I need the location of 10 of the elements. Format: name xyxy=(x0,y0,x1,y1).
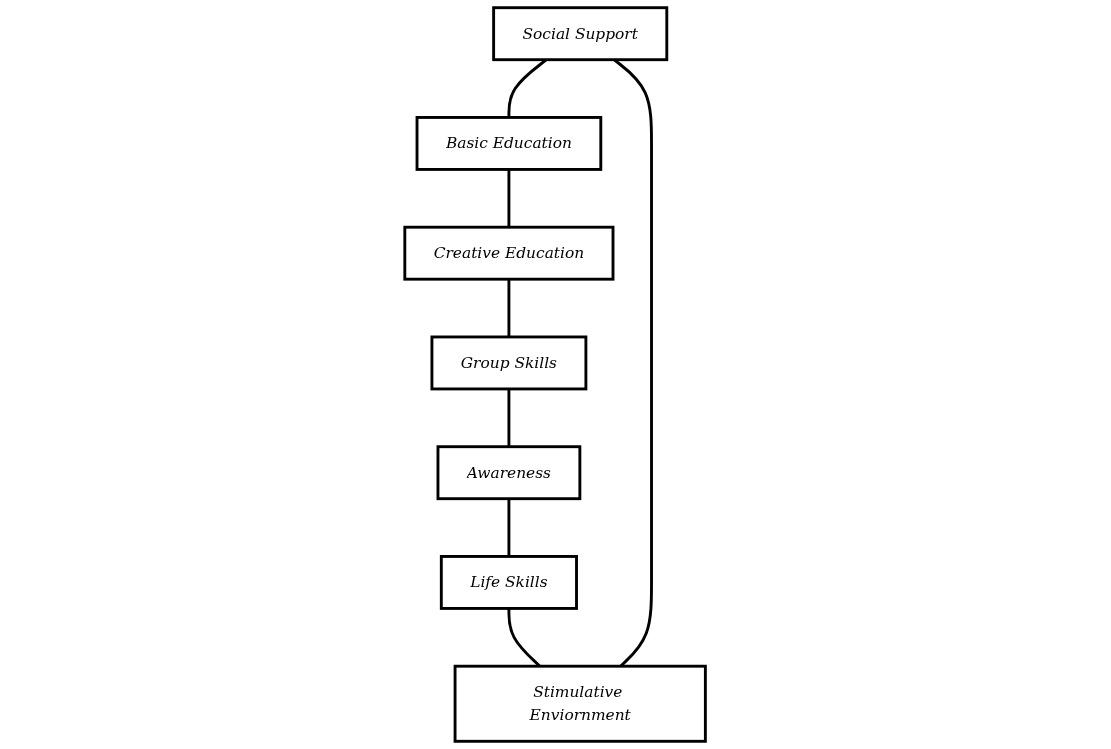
node-box: Group Skills xyxy=(430,335,588,391)
connector xyxy=(507,279,511,337)
connector xyxy=(507,169,511,228)
node-box: Life Skills xyxy=(440,555,579,610)
node-box: Social Support xyxy=(492,6,669,62)
connector xyxy=(507,388,511,447)
node-box: Basic Education xyxy=(416,116,603,171)
node-box: Stimulative Enviornment xyxy=(454,664,708,743)
node-box: Creative Education xyxy=(403,225,615,281)
connector xyxy=(507,498,511,557)
